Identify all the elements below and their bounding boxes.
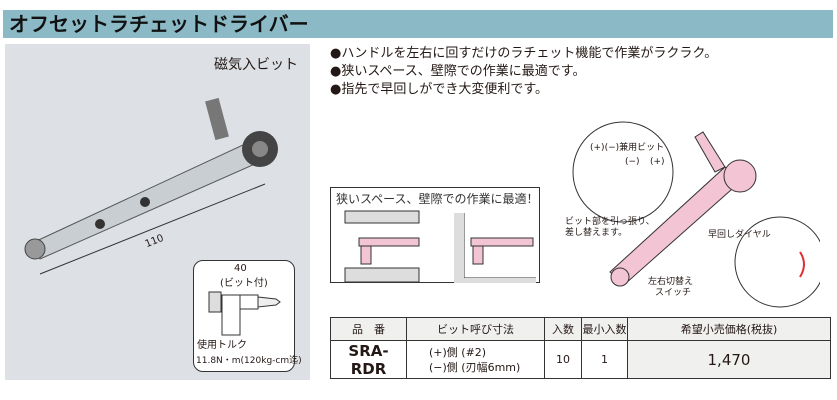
pink-driver-icon: [572, 121, 820, 308]
feature-item: ●狭いスペース、壁際での作業に最適です。: [330, 64, 586, 79]
col-qty: 入数: [544, 317, 582, 341]
switch-label: 左右切替え: [648, 277, 694, 287]
pull-note: ビット部を引っ張り、: [565, 217, 655, 227]
torque-info-box: 40 (ビット付) 使用トルク 11.8N・m(120kg-cm迄): [193, 260, 302, 372]
col-part-no: 品 番: [330, 317, 407, 341]
col-min-qty: 最小入数: [581, 317, 628, 341]
torque-label: 使用トルク: [197, 340, 247, 351]
torque-value: 11.8N・m(120kg-cm迄): [196, 356, 302, 366]
spec-table: 品 番 ビット呼び寸法 入数 最小入数 希望小売価格(税抜) SRA-RDR (…: [330, 317, 831, 379]
product-photo: 磁気入ビット 110: [5, 44, 310, 380]
bit-label: (+)(−)兼用ビット: [590, 143, 665, 153]
dial-label: 早回しダイヤル: [708, 230, 771, 240]
price: 1,470: [627, 340, 831, 379]
driver-photo-icon: [24, 97, 278, 275]
magnet-bit-label: 磁気入ビット: [214, 57, 298, 73]
qty: 10: [544, 340, 582, 379]
page-title: オフセットラチェットドライバー: [3, 10, 833, 38]
spec-plus: (+)側 (#2): [429, 345, 487, 359]
col-bit-size: ビット呼び寸法: [406, 317, 545, 341]
plus-label: (+): [650, 157, 665, 167]
table-header-row: 品 番 ビット呼び寸法 入数 最小入数 希望小売価格(税抜): [330, 317, 831, 341]
usage-diagram-icon: [344, 210, 536, 283]
bit-length-note: (ビット付): [220, 278, 268, 289]
feature-item: ●ハンドルを左右に回すだけのラチェット機能で作業がラクラク。: [330, 46, 718, 61]
spec-minus: (−)側 (刃幅6mm): [429, 360, 521, 374]
feature-list: ●ハンドルを左右に回すだけのラチェット機能で作業がラクラク。 ●狭いスペース、壁…: [330, 45, 717, 99]
pull-note-2: 差し替えます。: [565, 228, 628, 238]
switch-label-2: スイッチ: [655, 288, 692, 298]
minus-label: (−): [625, 157, 640, 167]
bit-size: (+)側 (#2)(−)側 (刃幅6mm): [406, 340, 545, 379]
feature-illustration: (+)(−)兼用ビット (−) (+) ビット部を引っ張り、 差し替えます。 早…: [565, 112, 820, 310]
min-qty: 1: [581, 340, 628, 379]
feature-item: ●指先で早回しができ大変便利です。: [330, 82, 549, 97]
part-number: SRA-RDR: [330, 340, 407, 379]
table-row: SRA-RDR (+)側 (#2)(−)側 (刃幅6mm) 10 1 1,470: [330, 340, 831, 379]
col-price: 希望小売価格(税抜): [627, 317, 831, 341]
narrow-space-caption: 狭いスペース、壁際での作業に最適！: [336, 192, 539, 206]
bit-length: 40: [234, 263, 247, 274]
ratchet-diagram-icon: [208, 291, 281, 336]
narrow-space-diagram: 狭いスペース、壁際での作業に最適！: [330, 187, 540, 283]
